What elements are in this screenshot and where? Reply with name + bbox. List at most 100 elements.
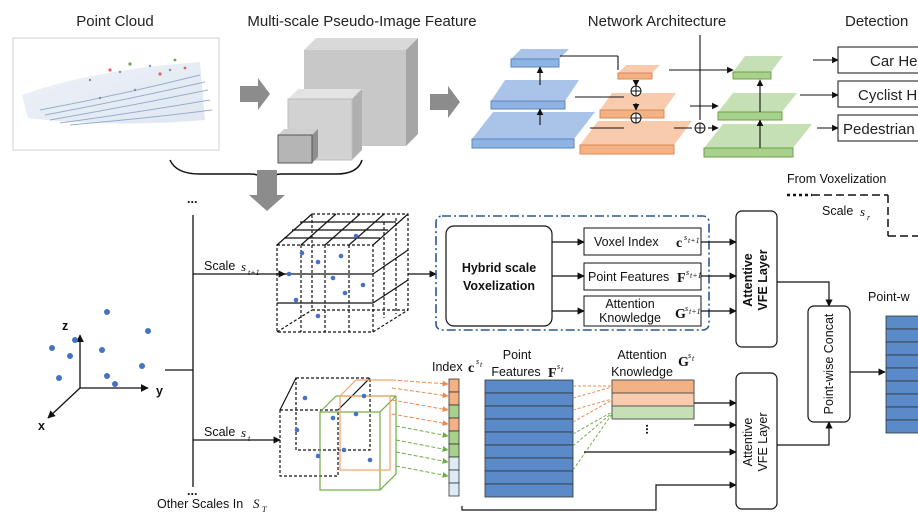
attention-sym: G [675, 307, 686, 322]
ellipsis-bottom: ... [187, 484, 197, 498]
output-row [885, 380, 918, 395]
index-cell [448, 391, 460, 406]
arrow-down [249, 170, 285, 211]
detection-label-2: Cyclist H [858, 87, 917, 104]
output-row [885, 419, 918, 434]
attention-sup: s [685, 304, 688, 313]
point-features-sym: F [677, 271, 686, 286]
voxel-index-sym: c [676, 236, 682, 251]
output-row [885, 393, 918, 408]
neck-orange-layers [579, 65, 692, 155]
point-features-sup: s [686, 268, 689, 277]
voxel-index-sup-sub: t+1 [688, 236, 700, 245]
other-scales-sub: T [262, 505, 267, 514]
detection-label-1: Car He [870, 53, 918, 70]
detection-box-1 [837, 46, 918, 74]
scale-t-sub: t [248, 434, 251, 443]
axis-x-label: x [38, 419, 45, 433]
feature-row [484, 379, 574, 394]
scale-r-sub: r [867, 213, 871, 222]
header-point-cloud: Point Cloud [76, 13, 154, 30]
point-features-sup-sub: t+1 [690, 271, 702, 280]
index-cell [448, 456, 460, 471]
ak-sup: s [688, 351, 691, 360]
other-scales-label: Other Scales In [157, 497, 243, 511]
feature-row [484, 470, 574, 485]
header-detection: Detection [845, 13, 908, 30]
header-network: Network Architecture [588, 13, 726, 30]
index-label: Index [432, 360, 463, 374]
vfe-upper-line1: Attentive [741, 253, 755, 307]
detection-box-2 [837, 80, 918, 108]
projection-lines [391, 379, 449, 478]
point-features-label: Point Features [588, 270, 669, 284]
hybrid-region [435, 215, 710, 331]
pointwise-concat-label: Point-wise Concat [822, 313, 836, 414]
ellipsis-top: ... [187, 192, 197, 206]
hybrid-line1: Hybrid scale [462, 261, 536, 275]
header-pseudo-image: Multi-scale Pseudo-Image Feature [247, 13, 476, 30]
feature-row [484, 457, 574, 472]
scale-r-label: Scale [822, 204, 853, 218]
hybrid-line2: Voxelization [463, 279, 535, 293]
index-cell [448, 404, 460, 419]
index-cell [448, 482, 460, 497]
vfe-lower [735, 372, 778, 510]
pseudo-image-stack [277, 38, 418, 164]
index-cell [448, 469, 460, 484]
index-cell [448, 417, 460, 432]
scale-t1-sym: s [241, 259, 246, 274]
index-column [448, 378, 460, 497]
pf-sup-sub: t [561, 365, 564, 374]
index-sup-sub: t [480, 360, 483, 369]
voxel-index-sup: s [684, 233, 687, 242]
sum-nodes [630, 85, 706, 134]
pf-sup: s [557, 362, 560, 371]
voxel-index-label: Voxel Index [594, 235, 659, 249]
detection-box-3 [837, 114, 918, 142]
output-row [885, 341, 918, 356]
ak-row-orange-light [611, 392, 695, 407]
arrow-right-1 [240, 78, 270, 110]
pointwise-output [885, 315, 918, 434]
scale-r-sym: s [860, 204, 865, 219]
point-features-matrix [484, 379, 574, 498]
ak-row-green [611, 405, 695, 420]
scale-t-label: Scale [204, 425, 235, 439]
hybrid-box [445, 225, 553, 327]
scale-t1-sub: t+1 [248, 268, 260, 277]
head-green-layers [703, 56, 812, 158]
ak-sup-sub: t [692, 354, 695, 363]
feature-row [484, 405, 574, 420]
output-row [885, 328, 918, 343]
pf-line1: Point [503, 348, 532, 362]
arrow-right-2 [430, 86, 460, 118]
scale-t1-label: Scale [204, 259, 235, 273]
index-sup: s [476, 357, 479, 366]
ak-sym: G [678, 355, 689, 370]
voxel-points-lower [294, 393, 373, 463]
feature-row [484, 418, 574, 433]
attention-line1: Attention [605, 297, 654, 311]
index-cell [448, 378, 460, 393]
output-row [885, 406, 918, 421]
feature-row [484, 444, 574, 459]
feature-row [484, 392, 574, 407]
output-row [885, 315, 918, 330]
detection-outputs: Car He Cyclist H Pedestrian [837, 46, 918, 142]
index-sym: c [468, 361, 474, 376]
axis-y-label: y [156, 384, 163, 398]
voxel-grid-upper [276, 213, 409, 333]
vfe-upper [735, 210, 778, 348]
pf-line2: Features [491, 365, 540, 379]
vfe-upper-line2: VFE Layer [756, 249, 770, 310]
voxel-points-upper [286, 233, 366, 319]
point-features-box [583, 262, 702, 291]
output-row [885, 354, 918, 369]
attention-line2: Knowledge [599, 311, 661, 325]
detection-label-3: Pedestrian [843, 121, 915, 138]
output-row [885, 367, 918, 382]
ak-ellipsis: ... [643, 424, 657, 434]
